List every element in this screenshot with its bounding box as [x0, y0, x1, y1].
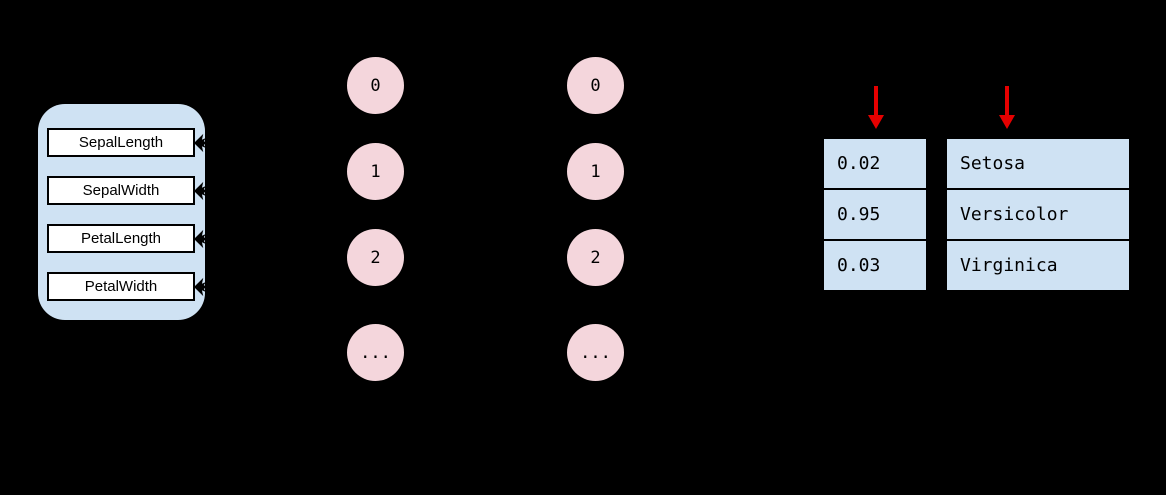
node-label: 1: [370, 161, 381, 182]
red-down-arrow-icon: [999, 86, 1015, 129]
converging-arrowheads-icon: [194, 181, 207, 201]
hidden-layer-1-node-1: 1: [347, 143, 404, 200]
node-label: 2: [370, 247, 381, 268]
probability-value: 0.03: [837, 255, 881, 276]
class-label: Virginica: [960, 255, 1058, 276]
converging-arrowheads-icon: [194, 277, 207, 297]
hidden-layer-2-node-0: 0: [567, 57, 624, 114]
feature-box-sepal-length: SepalLength: [47, 128, 195, 157]
converging-arrowheads-icon: [194, 229, 207, 249]
class-cell: Versicolor: [945, 188, 1131, 241]
probability-cell: 0.02: [822, 137, 928, 190]
hidden-layer-2-node-1: 1: [567, 143, 624, 200]
feature-box-sepal-width: SepalWidth: [47, 176, 195, 205]
class-label: Versicolor: [960, 204, 1069, 225]
hidden-layer-2-node-2: 2: [567, 229, 624, 286]
probability-cell: 0.95: [822, 188, 928, 241]
feature-box-petal-width: PetalWidth: [47, 272, 195, 301]
hidden-layer-2-node-ellipsis: ...: [567, 324, 624, 381]
node-label: 0: [370, 75, 381, 96]
node-label: ...: [360, 342, 391, 363]
input-features-group: SepalLength SepalWidth PetalLength: [38, 104, 207, 320]
node-label: 1: [590, 161, 601, 182]
feature-label: PetalLength: [80, 230, 162, 247]
red-down-arrow-icon: [868, 86, 884, 129]
class-label: Setosa: [960, 153, 1026, 174]
feature-label: PetalWidth: [84, 278, 158, 295]
probability-cell: 0.03: [822, 239, 928, 292]
node-label: ...: [580, 342, 611, 363]
hidden-layer-1-node-2: 2: [347, 229, 404, 286]
class-cell: Virginica: [945, 239, 1131, 292]
class-cell: Setosa: [945, 137, 1131, 190]
node-label: 2: [590, 247, 601, 268]
feature-box-petal-length: PetalLength: [47, 224, 195, 253]
probability-value: 0.95: [837, 204, 881, 225]
hidden-layer-1-node-ellipsis: ...: [347, 324, 404, 381]
hidden-layer-1-node-0: 0: [347, 57, 404, 114]
class-names-table: Setosa Versicolor Virginica: [945, 137, 1131, 292]
probability-value: 0.02: [837, 153, 881, 174]
feature-label: SepalLength: [78, 134, 164, 151]
converging-arrowheads-icon: [194, 133, 207, 153]
probabilities-table: 0.02 0.95 0.03: [822, 137, 928, 292]
feature-label: SepalWidth: [82, 182, 160, 199]
node-label: 0: [590, 75, 601, 96]
